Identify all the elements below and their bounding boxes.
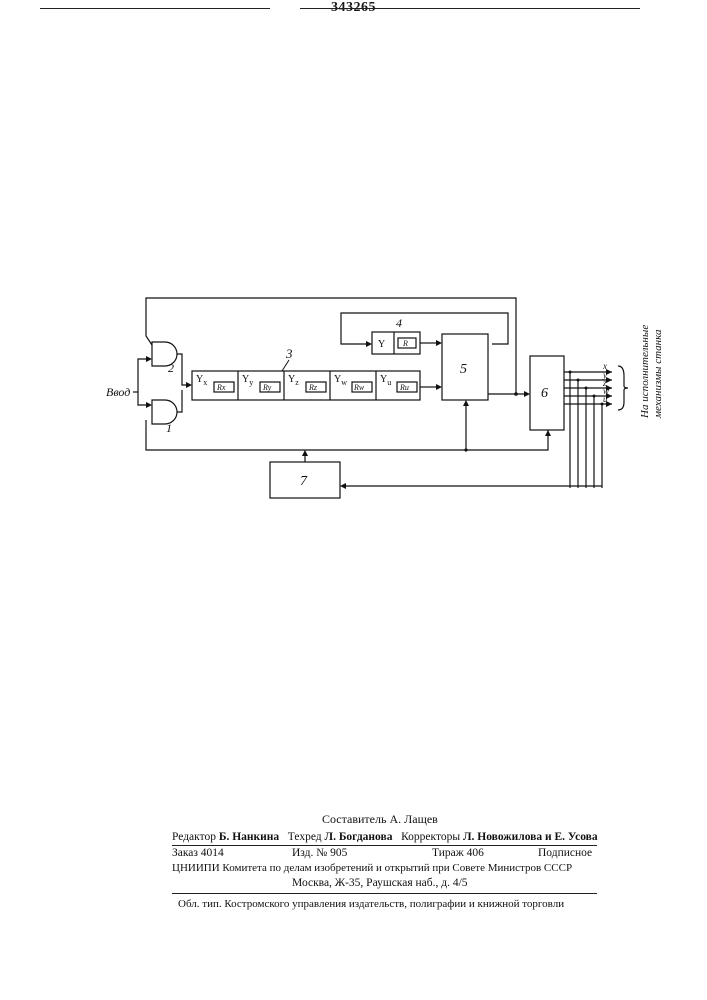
reg-cell-z-y: Yz (288, 374, 299, 387)
gate-1-shape (152, 400, 177, 424)
output-u: u (603, 394, 608, 404)
address-line: Москва, Ж-35, Раушская наб., д. 4/5 (292, 877, 468, 889)
institute-line: ЦНИИПИ Комитета по делам изобретений и о… (172, 862, 572, 874)
circulation: Тираж 406 (432, 847, 484, 859)
reg-cell-u-r: Ru (399, 383, 409, 392)
editors-line: Редактор Б. Нанкина Техред Л. Богданова … (172, 831, 598, 843)
output-label-line1: На исполнительные (639, 325, 651, 419)
footer-rule-2 (172, 893, 597, 894)
reg-cell-w-r: Rw (353, 383, 365, 392)
order-number: Заказ 4014 (172, 847, 224, 859)
block-diagram: Ввод 2 1 3 4 5 6 7 Yx Rx Yy Ry Yz Rz Yw … (0, 0, 707, 560)
techred-name: Л. Богданова (325, 831, 393, 843)
block-4-number: 4 (396, 316, 402, 330)
editor-label: Редактор (172, 831, 216, 843)
register-number: 3 (285, 346, 293, 361)
editor-name: Б. Нанкина (219, 831, 279, 843)
block-4-y: Y (378, 339, 385, 350)
reg-cell-z-r: Rz (308, 383, 318, 392)
gate-1-number: 1 (166, 421, 172, 435)
edition-number: Изд. № 905 (292, 847, 347, 859)
correctors-names: Л. Новожилова и Е. Усова (463, 831, 598, 843)
footer-rule-1 (172, 845, 597, 846)
reg-cell-y-y: Yy (242, 374, 253, 387)
input-label: Ввод (106, 385, 130, 399)
gate-2-number: 2 (168, 361, 174, 375)
block-5-number: 5 (460, 362, 467, 377)
block-6-number: 6 (541, 386, 548, 401)
compiler-line: Составитель А. Лащев (322, 812, 438, 827)
reg-cell-y-r: Ry (262, 383, 272, 392)
reg-cell-x-r: Rx (216, 383, 226, 392)
block-4-r: R (402, 339, 408, 348)
printing-line: Обл. тип. Костромского управления издате… (178, 898, 564, 910)
output-label-line2: механизмы станка (652, 329, 664, 419)
techred-label: Техред (288, 831, 322, 843)
subscription: Подписное (538, 847, 592, 859)
block-7-number: 7 (300, 474, 308, 489)
correctors-label: Корректоры (401, 831, 460, 843)
reg-cell-u-y: Yu (380, 374, 391, 387)
reg-cell-w-y: Yw (334, 374, 347, 387)
reg-cell-x-y: Yx (196, 374, 207, 387)
